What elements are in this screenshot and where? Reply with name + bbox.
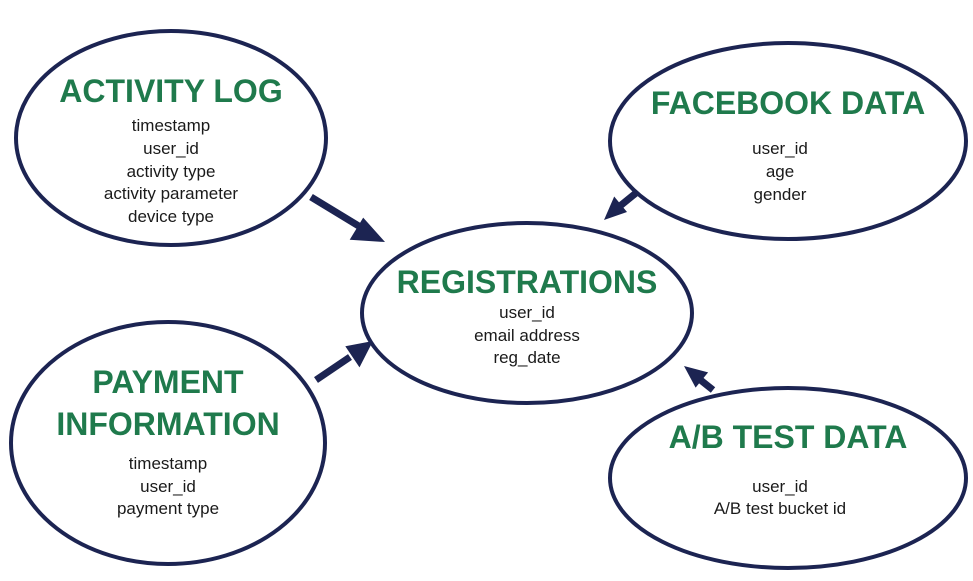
node-facebook-data-field: age	[766, 162, 794, 181]
arrow-ab-test-data-to-registrations	[684, 366, 716, 393]
node-facebook-data-field: gender	[754, 185, 807, 204]
node-payment-information-outline	[9, 320, 327, 566]
node-facebook-data: FACEBOOK DATA user_id age gender	[608, 41, 968, 241]
node-registrations-field: email address	[474, 326, 580, 345]
node-ab-test-data: A/B TEST DATA user_id A/B test bucket id	[608, 386, 968, 570]
node-registrations: REGISTRATIONS user_id email address reg_…	[360, 221, 694, 405]
node-registrations-outline	[360, 221, 694, 405]
node-facebook-data-field: user_id	[752, 139, 808, 158]
node-payment-information: PAYMENT INFORMATION timestamp user_id pa…	[9, 320, 327, 566]
node-payment-information-title-line: PAYMENT	[92, 364, 244, 400]
node-activity-log-field: timestamp	[132, 116, 210, 135]
node-activity-log-field: user_id	[143, 139, 199, 158]
arrow-payment-information-to-registrations	[314, 341, 373, 383]
node-payment-information-field: user_id	[140, 477, 196, 496]
node-registrations-field: reg_date	[493, 348, 560, 367]
node-activity-log-field: activity parameter	[104, 184, 238, 203]
node-ab-test-data-field: user_id	[752, 477, 808, 496]
node-activity-log-title: ACTIVITY LOG	[59, 73, 282, 109]
node-registrations-title: REGISTRATIONS	[397, 264, 658, 300]
node-activity-log-outline	[14, 29, 328, 247]
node-facebook-data-title: FACEBOOK DATA	[651, 85, 925, 121]
node-activity-log-field: device type	[128, 207, 214, 226]
node-activity-log: ACTIVITY LOG timestamp user_id activity …	[14, 29, 328, 247]
node-activity-log-field: activity type	[127, 162, 216, 181]
node-ab-test-data-outline	[608, 386, 968, 570]
node-facebook-data-outline	[608, 41, 968, 241]
node-registrations-field: user_id	[499, 303, 555, 322]
node-payment-information-field: payment type	[117, 499, 219, 518]
node-ab-test-data-field: A/B test bucket id	[714, 499, 846, 518]
node-payment-information-field: timestamp	[129, 454, 207, 473]
node-ab-test-data-title: A/B TEST DATA	[669, 419, 908, 455]
node-payment-information-title-line: INFORMATION	[56, 406, 279, 442]
arrow-facebook-data-to-registrations	[604, 190, 639, 220]
arrow-activity-log-to-registrations	[309, 194, 385, 242]
